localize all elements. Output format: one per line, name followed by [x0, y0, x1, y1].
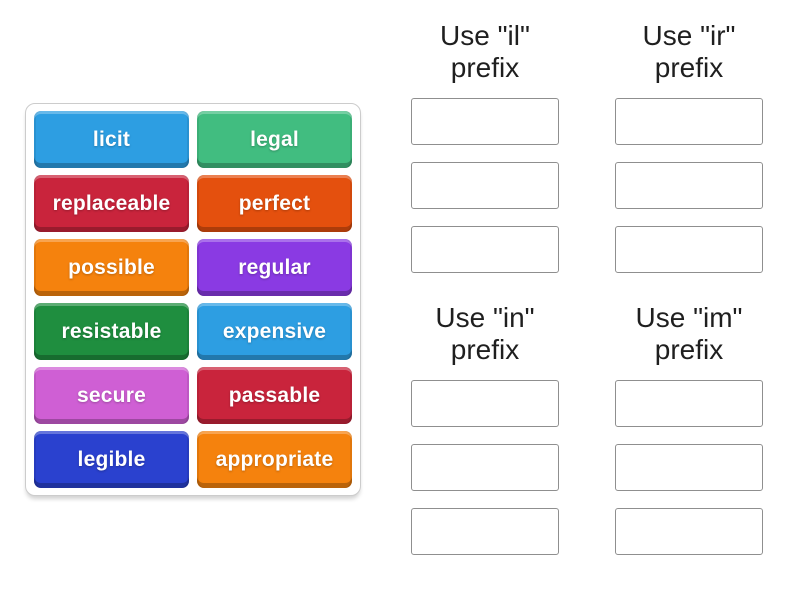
- prefix-group: Use "in" prefix: [405, 302, 565, 572]
- answer-slot[interactable]: [411, 162, 559, 209]
- answer-slot[interactable]: [411, 444, 559, 491]
- prefix-group: Use "ir" prefix: [609, 20, 769, 290]
- answer-slot[interactable]: [411, 98, 559, 145]
- answer-slot[interactable]: [411, 508, 559, 555]
- word-tile-label: legible: [77, 447, 146, 471]
- word-tile-label: passable: [228, 383, 321, 407]
- word-tile-label: replaceable: [52, 191, 171, 215]
- group-slots: [609, 98, 769, 273]
- answer-slot[interactable]: [411, 380, 559, 427]
- group-title: Use "im" prefix: [635, 302, 743, 365]
- group-title: Use "il" prefix: [440, 20, 530, 83]
- group-title: Use "in" prefix: [435, 302, 535, 365]
- word-tile-resistable[interactable]: resistable: [34, 303, 189, 360]
- word-tile-label: secure: [77, 383, 146, 407]
- answer-slot[interactable]: [615, 162, 763, 209]
- answer-slot[interactable]: [615, 226, 763, 273]
- word-tile-licit[interactable]: licit: [34, 111, 189, 168]
- group-title: Use "ir" prefix: [642, 20, 736, 83]
- word-tile-appropriate[interactable]: appropriate: [197, 431, 352, 488]
- answer-slot[interactable]: [411, 226, 559, 273]
- word-tile-label: licit: [92, 127, 131, 151]
- word-tile-label: regular: [238, 255, 311, 279]
- group-slots: [609, 380, 769, 555]
- word-tile-perfect[interactable]: perfect: [197, 175, 352, 232]
- word-tile-label: perfect: [238, 191, 311, 215]
- word-tile-label: appropriate: [215, 447, 334, 471]
- group-slots: [405, 98, 565, 273]
- word-tile-legible[interactable]: legible: [34, 431, 189, 488]
- word-tile-possible[interactable]: possible: [34, 239, 189, 296]
- prefix-group: Use "il" prefix: [405, 20, 565, 290]
- word-tile-regular[interactable]: regular: [197, 239, 352, 296]
- answer-slot[interactable]: [615, 380, 763, 427]
- answer-slot[interactable]: [615, 508, 763, 555]
- word-tile-secure[interactable]: secure: [34, 367, 189, 424]
- prefix-group: Use "im" prefix: [609, 302, 769, 572]
- answer-slot[interactable]: [615, 444, 763, 491]
- word-tile-label: resistable: [61, 319, 162, 343]
- word-tile-legal[interactable]: legal: [197, 111, 352, 168]
- answer-slot[interactable]: [615, 98, 763, 145]
- group-slots: [405, 380, 565, 555]
- word-tile-passable[interactable]: passable: [197, 367, 352, 424]
- word-tile-label: expensive: [222, 319, 327, 343]
- word-tile-label: legal: [250, 127, 299, 151]
- word-tile-expensive[interactable]: expensive: [197, 303, 352, 360]
- word-bank-panel: licit legal replaceable perfect possible…: [25, 103, 361, 496]
- word-tile-replaceable[interactable]: replaceable: [34, 175, 189, 232]
- word-tile-label: possible: [68, 255, 155, 279]
